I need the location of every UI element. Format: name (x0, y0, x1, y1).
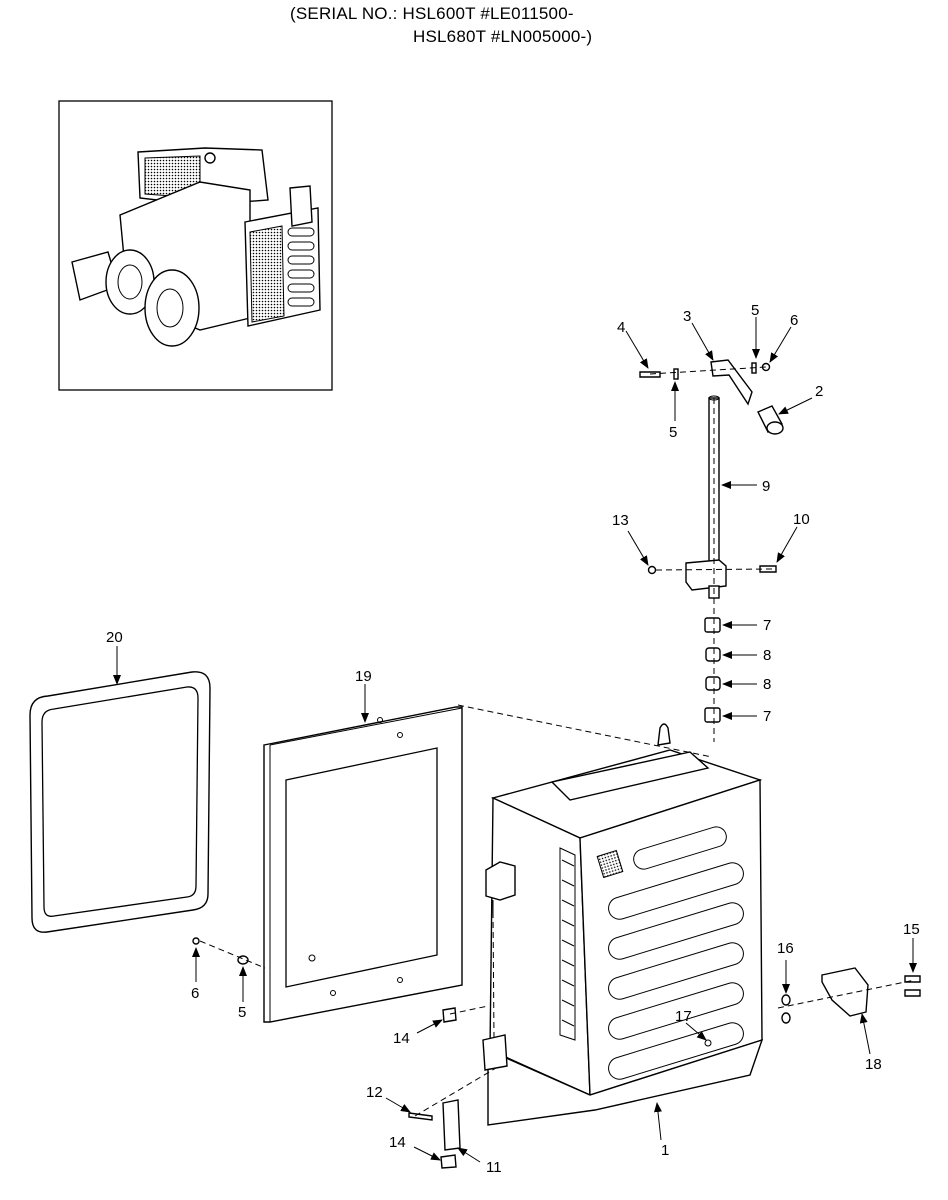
callout-7-upper: 7 (763, 617, 771, 634)
callout-5-top: 5 (751, 302, 759, 319)
callout-8-upper: 8 (763, 647, 771, 664)
serial-number-header: (SERIAL NO.: HSL600T #LE011500- HSL680T … (0, 0, 948, 60)
housing-switch (485, 861, 516, 901)
callout-11: 11 (486, 1159, 502, 1176)
inset-light (204, 152, 216, 164)
callout-5-mid: 5 (669, 424, 677, 441)
callout-5-left: 5 (238, 1004, 246, 1021)
callout-6-left: 6 (191, 985, 199, 1002)
inset-rear-wheel (105, 249, 155, 315)
part-13-nut (647, 565, 657, 575)
part-7-bushing-lower (704, 707, 721, 723)
callout-20: 20 (106, 629, 123, 646)
serial-line-2: HSL680T #LN005000-) (413, 27, 593, 46)
inset-front-wheel (144, 269, 200, 347)
part-14-bushing-lower (440, 1154, 457, 1169)
callout-15: 15 (903, 921, 920, 938)
part-15-bolt-a (904, 975, 921, 983)
callout-8-lower: 8 (763, 676, 771, 693)
callout-3: 3 (683, 308, 691, 325)
housing-hinge (482, 1034, 508, 1071)
callout-19: 19 (355, 668, 372, 685)
part-20-gasket (29, 671, 211, 933)
part-8-washer-lower (705, 676, 721, 691)
inset-arm (289, 185, 313, 227)
part-6-nut-b (192, 937, 200, 945)
inset-louvers (287, 227, 315, 307)
part-2-knob (757, 405, 784, 435)
callout-10: 10 (793, 511, 810, 528)
part-1-housing (482, 723, 764, 1126)
part-lower-block (685, 559, 727, 599)
spindle-bushings (704, 617, 721, 723)
callout-labels: 20 19 4 3 5 6 2 5 9 13 10 7 8 8 7 6 5 14… (106, 302, 920, 1176)
callout-18: 18 (865, 1056, 882, 1073)
part-16-washer-a (781, 994, 791, 1006)
part-16-washer-b (781, 1012, 791, 1024)
callout-12: 12 (366, 1084, 383, 1101)
callout-6-top: 6 (790, 312, 798, 329)
part-15-bolt-b (904, 989, 921, 997)
part-4-screw (639, 371, 661, 378)
housing-screw-17 (704, 1039, 712, 1047)
housing-side-vents (559, 847, 576, 1041)
part-12-pin (408, 1112, 433, 1121)
serial-line-1: (SERIAL NO.: HSL600T #LE011500- (290, 4, 574, 23)
housing-base (487, 1038, 764, 1126)
part-14-bushing-upper (442, 1007, 457, 1023)
callout-13: 13 (612, 512, 629, 529)
part-8-washer-upper (705, 647, 721, 662)
part-19-door (263, 706, 463, 1023)
part-7-bushing-upper (704, 617, 721, 633)
housing-front-louvers (596, 826, 744, 1080)
callout-2: 2 (815, 383, 823, 400)
housing-top-slot (550, 751, 710, 801)
part-5-washer-a (673, 368, 679, 380)
inset-door-screen (249, 225, 285, 323)
callout-14-upper: 14 (393, 1030, 410, 1047)
inset-frame (58, 100, 333, 391)
callout-7-lower: 7 (763, 708, 771, 725)
callout-1: 1 (661, 1142, 669, 1159)
callout-16: 16 (777, 940, 794, 957)
assembly-lines (199, 366, 916, 1117)
skid-steer-inset (58, 100, 333, 391)
housing-tab (657, 723, 671, 746)
callout-9: 9 (762, 478, 770, 495)
callout-14-lower: 14 (389, 1134, 406, 1151)
callout-4: 4 (617, 319, 625, 336)
part-18-bracket (821, 967, 869, 1017)
callout-17: 17 (675, 1008, 692, 1025)
part-3-bracket (710, 359, 753, 406)
part-11-hinge-pin (442, 1099, 461, 1151)
leader-arrows (113, 317, 917, 1163)
